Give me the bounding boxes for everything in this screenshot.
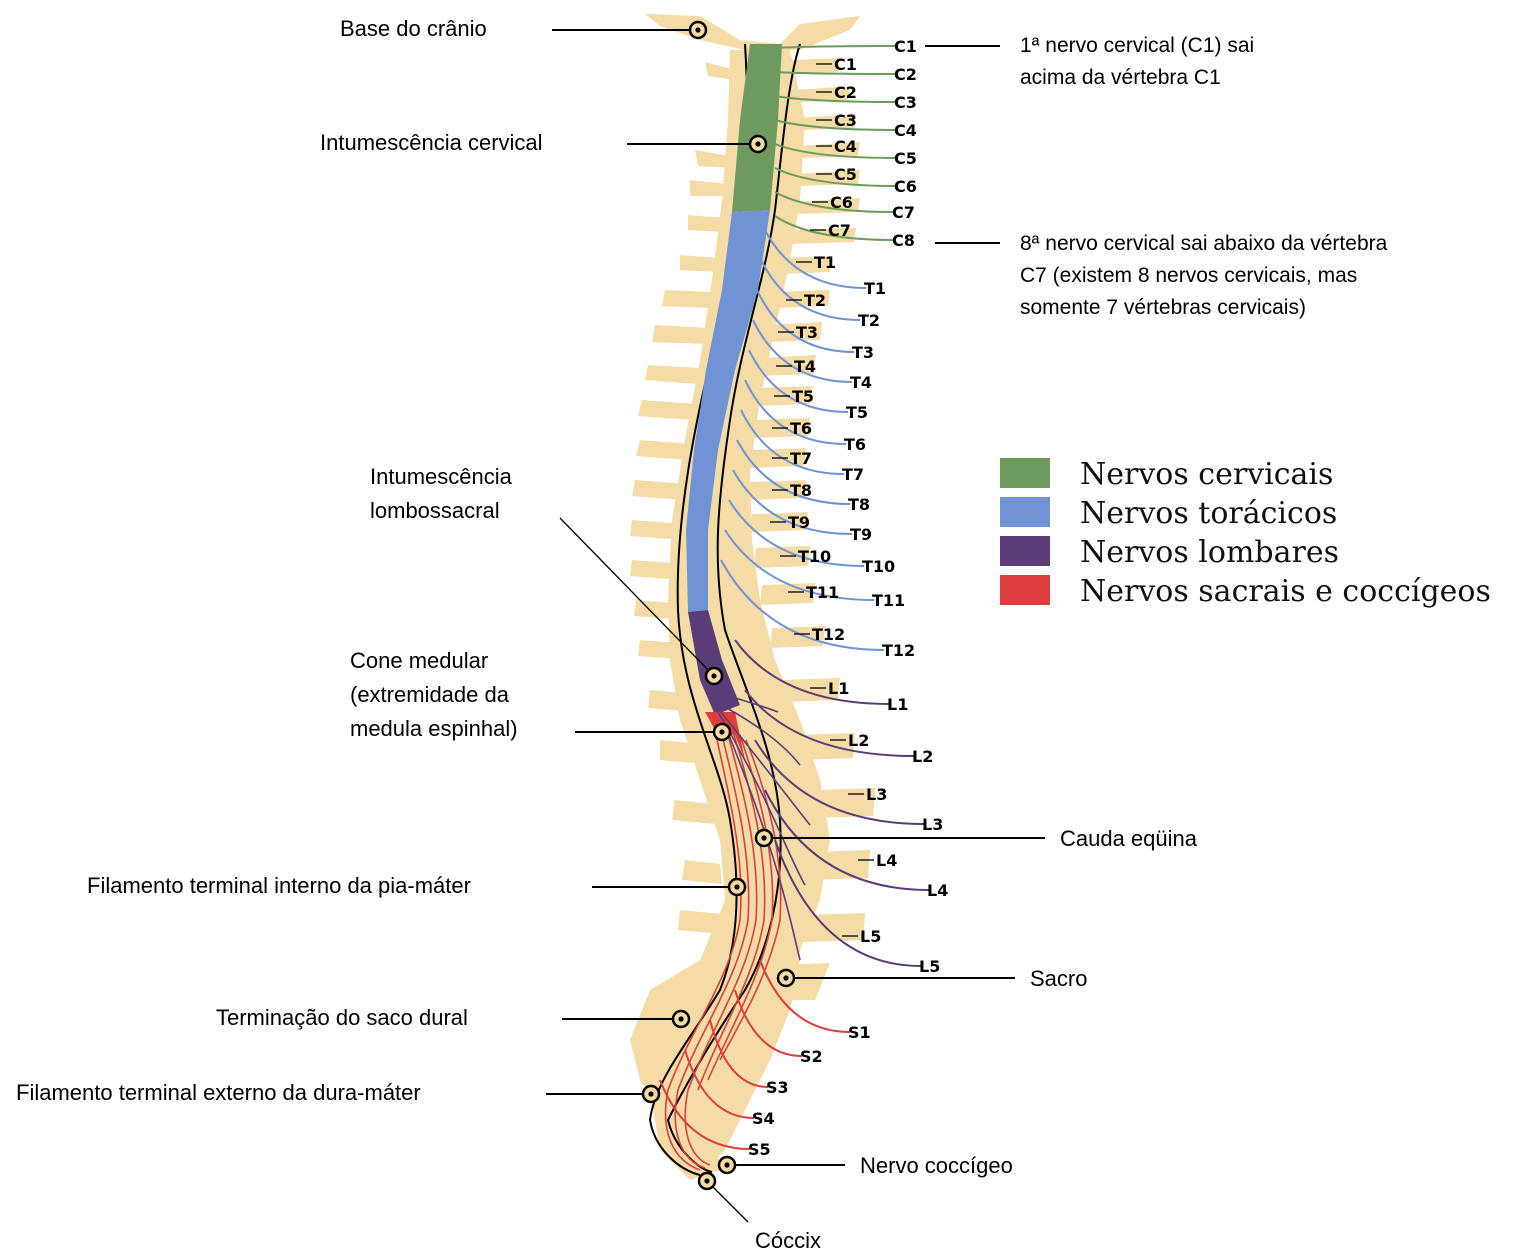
nerve-label-t1: T1 bbox=[864, 279, 886, 298]
vertebra-label-t3: T3 bbox=[796, 323, 818, 342]
legend-label: Nervos lombares bbox=[1080, 535, 1339, 570]
nerve-label-c1: C1 bbox=[894, 37, 917, 56]
nerve-label-t8: T8 bbox=[848, 495, 870, 514]
label-filamento-externo: Filamento terminal externo da dura-máter bbox=[16, 1080, 421, 1105]
vertebra-label-c5: C5 bbox=[834, 165, 857, 184]
vertebra-label-c6: C6 bbox=[830, 193, 853, 212]
legend-swatch bbox=[1000, 497, 1050, 527]
legend-label: Nervos sacrais e coccígeos bbox=[1080, 574, 1491, 609]
nerve-label-t2: T2 bbox=[858, 311, 880, 330]
nerve-label-s4: S4 bbox=[752, 1109, 775, 1128]
label-base-cranio: Base do crânio bbox=[340, 16, 487, 41]
label-nervo-coccigeo: Nervo coccígeo bbox=[860, 1153, 1013, 1178]
nerve-label-s2: S2 bbox=[800, 1047, 823, 1066]
nerve-label-t11: T11 bbox=[872, 591, 905, 610]
marker-point bbox=[778, 970, 794, 986]
nerve-label-t9: T9 bbox=[850, 525, 872, 544]
nerve-label-t5: T5 bbox=[846, 403, 868, 422]
vertebra-label-t1: T1 bbox=[814, 253, 836, 272]
label-terminacao-saco: Terminação do saco dural bbox=[216, 1005, 468, 1030]
marker-point bbox=[714, 724, 730, 740]
nerve-label-l2: L2 bbox=[912, 747, 933, 766]
vertebra-label-t8: T8 bbox=[790, 481, 812, 500]
vertebra-label-c7: C7 bbox=[828, 221, 851, 240]
marker-point bbox=[699, 1173, 715, 1189]
vertebra-label-t9: T9 bbox=[788, 513, 810, 532]
nerve-label-l3: L3 bbox=[922, 815, 943, 834]
nerve-label-c7: C7 bbox=[892, 203, 915, 222]
nerve-label-c3: C3 bbox=[894, 93, 917, 112]
vertebra-label-l1: L1 bbox=[828, 679, 849, 698]
marker-point bbox=[690, 22, 706, 38]
marker-point bbox=[729, 879, 745, 895]
vertebra-label-l3: L3 bbox=[866, 785, 887, 804]
nerve-label-l4: L4 bbox=[927, 881, 948, 900]
note-c8-line3: somente 7 vértebras cervicais) bbox=[1020, 296, 1306, 319]
label-coccix: Cóccix bbox=[755, 1228, 821, 1253]
nerve-label-t10: T10 bbox=[862, 557, 895, 576]
legend-swatch bbox=[1000, 536, 1050, 566]
legend-label: Nervos torácicos bbox=[1080, 496, 1337, 531]
nerve-label-t6: T6 bbox=[844, 435, 866, 454]
marker-point bbox=[756, 830, 772, 846]
nerve-label-l5: L5 bbox=[919, 957, 940, 976]
nerve-label-t4: T4 bbox=[850, 373, 872, 392]
label-filamento-interno: Filamento terminal interno da pia-máter bbox=[87, 873, 471, 898]
nerve-label-l1: L1 bbox=[887, 695, 908, 714]
vertebra-label-c2: C2 bbox=[834, 83, 857, 102]
nerve-label-t3: T3 bbox=[852, 343, 874, 362]
vertebra-label-t11: T11 bbox=[806, 583, 839, 602]
vertebra-label-t2: T2 bbox=[804, 291, 826, 310]
legend-swatch bbox=[1000, 458, 1050, 488]
label-cone-medular-1: Cone medular bbox=[350, 648, 488, 673]
nerve-label-c8: C8 bbox=[892, 231, 915, 250]
note-c1-line1: 1ª nervo cervical (C1) sai bbox=[1020, 34, 1254, 57]
legend: Nervos cervicaisNervos torácicosNervos l… bbox=[1000, 457, 1491, 609]
label-cone-medular-2: (extremidade da bbox=[350, 682, 510, 707]
marker-point bbox=[750, 136, 766, 152]
vertebra-label-c3: C3 bbox=[834, 111, 857, 130]
vertebra-label-t7: T7 bbox=[790, 449, 812, 468]
nerve-label-s5: S5 bbox=[748, 1140, 771, 1159]
vertebra-label-c4: C4 bbox=[834, 137, 857, 156]
vertebra-label-t4: T4 bbox=[794, 357, 816, 376]
label-cauda-equina: Cauda eqüina bbox=[1060, 826, 1198, 851]
marker-point bbox=[643, 1086, 659, 1102]
vertebra-label-c1: C1 bbox=[834, 55, 857, 74]
nerve-label-s1: S1 bbox=[848, 1023, 871, 1042]
nerve-label-c2: C2 bbox=[894, 65, 917, 84]
legend-label: Nervos cervicais bbox=[1080, 457, 1333, 492]
marker-point bbox=[719, 1157, 735, 1173]
nerve-label-c4: C4 bbox=[894, 121, 917, 140]
nerve-root-c1 bbox=[775, 46, 896, 48]
label-cone-medular-3: medula espinhal) bbox=[350, 716, 518, 741]
nerve-label-c5: C5 bbox=[894, 149, 917, 168]
vertebra-label-t10: T10 bbox=[798, 547, 831, 566]
label-intumescencia-cervical: Intumescência cervical bbox=[320, 130, 543, 155]
legend-swatch bbox=[1000, 575, 1050, 605]
note-c8-line1: 8ª nervo cervical sai abaixo da vértebra bbox=[1020, 232, 1388, 255]
nerve-label-c6: C6 bbox=[894, 177, 917, 196]
vertebra-label-t6: T6 bbox=[790, 419, 812, 438]
nerve-label-t12: T12 bbox=[882, 641, 915, 660]
nerve-label-s3: S3 bbox=[766, 1078, 789, 1097]
vertebra-label-l2: L2 bbox=[848, 731, 869, 750]
label-intumescencia-lombossacral-1: Intumescência bbox=[370, 464, 513, 489]
label-sacro: Sacro bbox=[1030, 966, 1087, 991]
vertebra-label-l5: L5 bbox=[860, 927, 881, 946]
marker-point bbox=[673, 1011, 689, 1027]
vertebra-label-t5: T5 bbox=[792, 387, 814, 406]
marker-point bbox=[706, 668, 722, 684]
note-c1-line2: acima da vértebra C1 bbox=[1020, 66, 1221, 89]
nerve-label-t7: T7 bbox=[842, 465, 864, 484]
note-c8-line2: C7 (existem 8 nervos cervicais, mas bbox=[1020, 264, 1357, 287]
vertebra-label-t12: T12 bbox=[812, 625, 845, 644]
label-intumescencia-lombossacral-2: lombossacral bbox=[370, 498, 500, 523]
vertebra-label-l4: L4 bbox=[876, 851, 897, 870]
